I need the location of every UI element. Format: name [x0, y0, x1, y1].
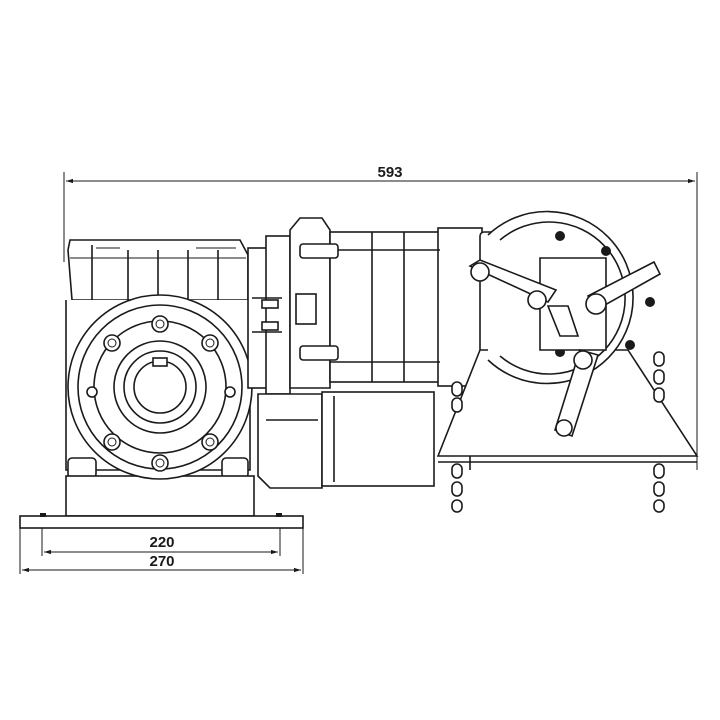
chain-link: [653, 351, 665, 367]
lever-pivot-main: [585, 293, 607, 315]
terminal-box-front: [257, 393, 323, 489]
chain-right-upper: [653, 351, 665, 403]
dimension-label-270: 270: [149, 553, 174, 570]
tie-rod-nut: [299, 243, 339, 259]
chain-right-lower: [653, 463, 665, 513]
lever-handle-end: [555, 419, 573, 437]
terminal-box: [257, 391, 435, 489]
lever-pivot: [470, 262, 490, 282]
lever-pivot: [527, 290, 547, 310]
chain-link: [451, 381, 463, 397]
motor-mount: [295, 293, 317, 325]
bolt: [201, 334, 219, 352]
motor-stator-housing: [329, 231, 441, 383]
hub-ring: [113, 340, 207, 434]
chain-link: [653, 369, 665, 385]
dimension-label-593: 593: [377, 164, 402, 181]
output-flange: [67, 294, 253, 480]
flange-bolts: [86, 315, 236, 472]
base-hole-marker: [40, 513, 46, 517]
sprocket-bolt: [555, 231, 565, 241]
bolt-center: [205, 437, 215, 447]
sprocket-bolt: [601, 246, 611, 256]
chain-left-upper: [451, 381, 463, 413]
sprocket-inner-rim: [499, 221, 626, 375]
bolt: [151, 454, 169, 472]
adapter-bolt: [261, 299, 279, 309]
release-lever: [468, 257, 662, 438]
chain-left-lower: [451, 463, 463, 513]
bolt: [86, 386, 98, 398]
sprocket-bolt: [625, 340, 635, 350]
bolt-center: [205, 338, 215, 348]
bolt: [103, 433, 121, 451]
dimension-label-220: 220: [149, 534, 174, 551]
base-plate-body: [19, 515, 304, 529]
base-plate: [19, 513, 304, 529]
adapter-bolt: [261, 321, 279, 331]
sprocket-bolt: [645, 297, 655, 307]
shaft-keyway: [152, 357, 168, 367]
chain-link: [653, 463, 665, 479]
tie-rod-nut: [299, 345, 339, 361]
bolt-center: [107, 437, 117, 447]
chain-link: [451, 499, 463, 513]
adapter-flange: [265, 235, 291, 395]
bolt: [201, 433, 219, 451]
gearbox-foot-right: [221, 457, 249, 479]
chain-link: [653, 481, 665, 497]
bolt: [103, 334, 121, 352]
dimension-overall-length: 593: [63, 164, 698, 470]
bolt-center: [107, 338, 117, 348]
chain-link: [653, 387, 665, 403]
bolt: [224, 386, 236, 398]
bolt: [151, 315, 169, 333]
drive-chain: [451, 351, 665, 513]
lever-cam: [546, 305, 580, 337]
hub-inner-ring: [123, 350, 197, 424]
bolt-center: [155, 458, 165, 468]
lever-pivot: [573, 350, 593, 370]
chain-link: [451, 463, 463, 479]
dimension-base-widths: 220 270: [19, 528, 304, 574]
gearbox-pedestal: [65, 475, 255, 517]
motor-adapter: [247, 235, 291, 395]
base-hole-marker: [276, 513, 282, 517]
chain-link: [653, 499, 665, 513]
terminal-box-body: [321, 391, 435, 487]
chain-link: [451, 397, 463, 413]
gearbox-foot-left: [67, 457, 97, 479]
bolt-center: [155, 319, 165, 329]
chain-link: [451, 481, 463, 497]
